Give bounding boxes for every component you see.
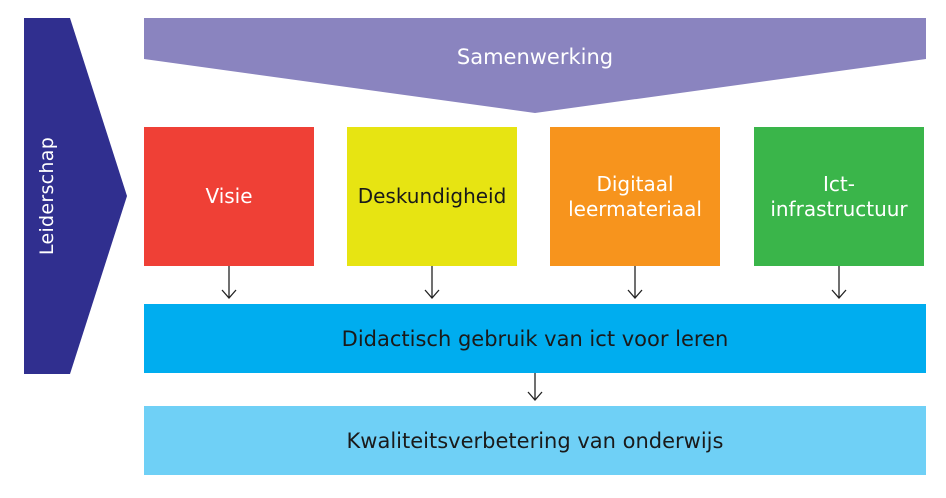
pillar-visie: Visie (144, 127, 314, 266)
leadership-label-wrap: Leiderschap (24, 18, 70, 374)
pillar-arrows (221, 266, 847, 401)
didactic-use-bar: Didactisch gebruik van ict voor leren (144, 304, 926, 373)
leadership-label: Leiderschap (36, 136, 58, 256)
arrow-ict-infrastructuur (831, 266, 847, 299)
pillar-ict-infrastructuur: Ict- infrastructuur (754, 127, 924, 266)
arrow-deskundigheid (424, 266, 440, 299)
quality-bar: Kwaliteitsverbetering van onderwijs (144, 406, 926, 475)
pillar-deskundigheid: Deskundigheid (347, 127, 517, 266)
collaboration-label: Samenwerking (456, 45, 614, 70)
collaboration-arrow (144, 18, 926, 113)
arrow-didactic-to-quality (527, 373, 543, 401)
arrow-digitaal-leermateriaal (627, 266, 643, 299)
pillar-digitaal-leermateriaal: Digitaal leermateriaal (550, 127, 720, 266)
leadership-arrow (24, 18, 127, 374)
arrow-visie (221, 266, 237, 299)
